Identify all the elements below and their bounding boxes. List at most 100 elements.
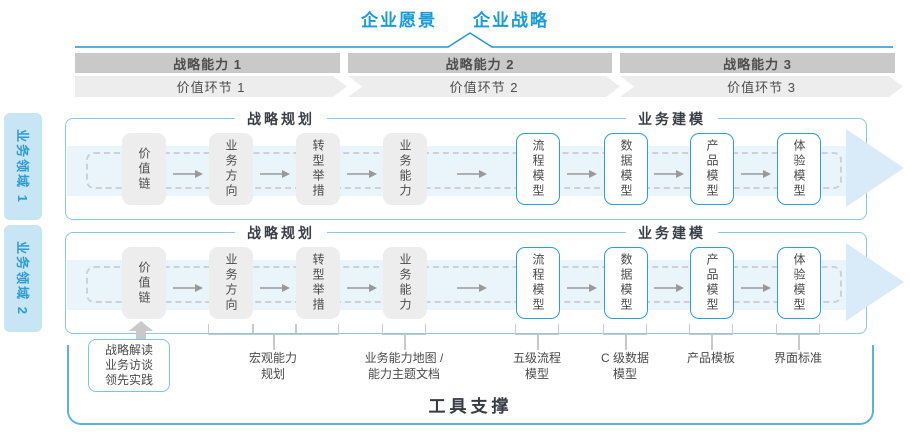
right-arrow-icon (346, 280, 377, 292)
flow-box-label: 业务能力 (398, 253, 412, 313)
annotation-label: C 级数据模型 (601, 351, 649, 382)
annotation-line: 产品模板 (686, 351, 736, 365)
flow-box: 业务方向 (209, 247, 253, 319)
flow-box-label: 价值链 (137, 146, 151, 192)
up-arrow-icon (129, 321, 153, 331)
practice-line: 领先实践 (104, 373, 153, 387)
flow-box-label: 数据模型 (619, 253, 633, 313)
practice-line: 战略解读 (104, 343, 153, 357)
flow-box: 体验模型 (777, 133, 821, 205)
bracket-connector (208, 324, 339, 335)
bracket-drop-line (798, 335, 800, 350)
bracket-drop-line (404, 335, 406, 350)
domain-label: 业务领域 2 (14, 241, 30, 316)
tool-support-label: 工具支撑 (428, 397, 513, 416)
annotation-line: 模型 (524, 366, 550, 381)
flow-box: 业务能力 (383, 247, 427, 319)
practice-annotation-box: 战略解读 业务访谈 领先实践 (88, 339, 170, 392)
flow-box: 转型举措 (296, 133, 340, 205)
strategic-planning-header: 战略规划 (235, 109, 327, 129)
bracket-connector (776, 324, 820, 335)
flow-box-label: 体验模型 (792, 139, 806, 199)
flow-box-label: 流程模型 (531, 253, 545, 313)
flow-box: 转型举措 (296, 247, 340, 319)
bracket-connector (382, 324, 426, 335)
right-arrow-icon (654, 280, 684, 292)
bracket-connector (603, 324, 647, 335)
flow-big-arrowhead (846, 243, 904, 321)
flow-box-label: 转型举措 (311, 139, 325, 199)
flow-box-label: 产品模型 (705, 139, 719, 199)
value-link-chevron-1: 价值环节 1 (75, 76, 347, 97)
annotation-label: 五级流程模型 (513, 351, 561, 382)
flow-box: 业务方向 (209, 133, 253, 205)
practice-line: 业务访谈 (104, 358, 153, 372)
tool-support-container: 工具支撑 (67, 345, 874, 425)
right-arrow-icon (172, 166, 203, 178)
right-arrow-icon (740, 166, 771, 178)
annotation-label: 界面标准 (774, 351, 822, 367)
capability-bar-1: 战略能力 1 (75, 53, 340, 73)
annotation-line: C 级数据 (600, 351, 650, 365)
annotation-line: 模型 (612, 366, 638, 381)
flow-box-label: 产品模型 (705, 253, 719, 313)
annotation-line: 宏观能力 (248, 351, 298, 365)
capability-bar-2: 战略能力 2 (348, 53, 612, 73)
bracket-drop-line (711, 335, 713, 350)
right-arrow-icon (456, 280, 487, 292)
vision-title: 企业愿景 (361, 11, 437, 30)
flow-box-label: 数据模型 (619, 139, 633, 199)
flow-box-label: 业务能力 (398, 139, 412, 199)
domain-label: 业务领域 1 (14, 129, 30, 204)
value-link-chevron-3: 价值环节 3 (620, 76, 903, 97)
bracket-stub (295, 324, 297, 333)
flow-box: 产品模型 (690, 247, 734, 319)
bracket-stub (252, 324, 254, 333)
annotation-line: 规划 (260, 366, 286, 381)
annotation-label: 产品模板 (687, 351, 735, 367)
business-modeling-header: 业务建模 (626, 109, 718, 129)
flow-box-label: 价值链 (137, 260, 151, 306)
annotation-line: 业务能力地图 / (364, 351, 444, 365)
flow-box: 数据模型 (604, 247, 648, 319)
right-arrow-icon (654, 166, 684, 178)
capability-bar-3: 战略能力 3 (620, 53, 895, 73)
bracket-drop-line (625, 335, 627, 350)
right-arrow-icon (346, 166, 377, 178)
right-arrow-icon (567, 280, 597, 292)
flow-box-label: 业务方向 (224, 139, 238, 199)
up-arrow-icon (136, 331, 146, 341)
domain-1-flow-row: 战略规划 业务建模 价值链 业务方向 转型举措 业务能力 流程模型 数据模型 产品模型 体验模… (65, 109, 904, 220)
flow-box: 业务能力 (383, 133, 427, 205)
value-link-label: 价值环节 2 (449, 80, 519, 95)
capability-bar-label: 战略能力 2 (445, 56, 515, 72)
right-arrow-icon (567, 166, 597, 178)
caret-divider-line (75, 32, 893, 48)
value-link-chevron-2: 价值环节 2 (348, 76, 620, 97)
sidebar-domain-2: 业务领域 2 (4, 225, 42, 332)
capability-bar-label: 战略能力 1 (173, 56, 242, 72)
value-link-label: 价值环节 3 (727, 80, 796, 95)
bracket-connector (689, 324, 733, 335)
flow-box: 数据模型 (604, 133, 648, 205)
flow-box-label: 体验模型 (792, 253, 806, 313)
right-arrow-icon (456, 166, 487, 178)
flow-box: 体验模型 (777, 247, 821, 319)
annotation-label: 宏观能力规划 (249, 351, 297, 382)
flow-box: 流程模型 (516, 133, 560, 205)
flow-big-arrowhead (846, 129, 904, 207)
flow-box: 产品模型 (690, 133, 734, 205)
dashed-flow-track (86, 266, 842, 303)
flow-box: 流程模型 (516, 247, 560, 319)
right-arrow-icon (259, 166, 290, 178)
business-modeling-header: 业务建模 (626, 223, 718, 243)
right-arrow-icon (172, 280, 203, 292)
domain-2-flow-row: 战略规划 业务建模 价值链业务方向转型举措业务能力流程模型数据模型产品模型体验模… (65, 223, 904, 334)
right-arrow-icon (259, 280, 290, 292)
bracket-drop-line (273, 335, 275, 350)
sidebar-domain-1: 业务领域 1 (4, 113, 42, 220)
dashed-flow-track (86, 152, 842, 189)
strategy-title: 企业战略 (473, 11, 549, 30)
annotation-line: 界面标准 (773, 351, 823, 365)
